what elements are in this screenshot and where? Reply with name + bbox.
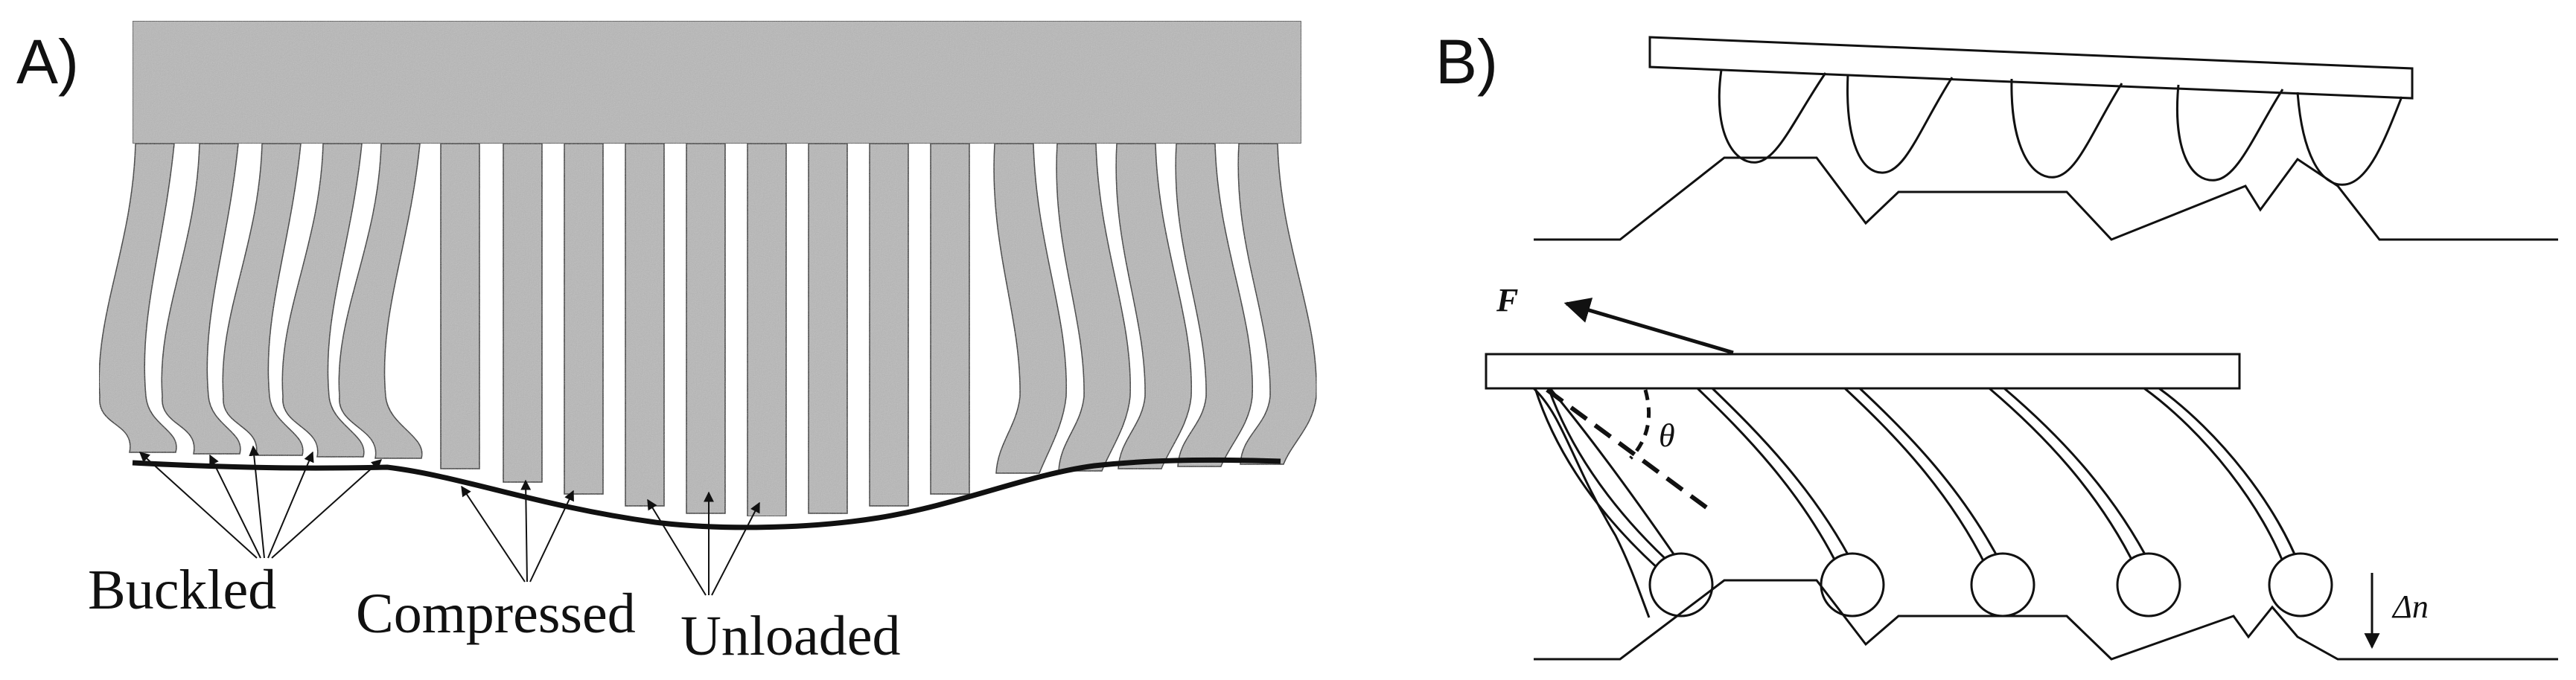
rough-surface-top <box>1534 156 2558 241</box>
spatula-loop <box>2010 78 2123 179</box>
fiber <box>564 143 604 495</box>
setae <box>1532 387 2304 618</box>
label-unloaded: Unloaded <box>680 605 900 667</box>
fiber <box>338 143 423 459</box>
angle-reference-dashed <box>1546 388 1714 514</box>
top-plate <box>1648 36 2414 100</box>
fiber <box>808 143 848 514</box>
fiber <box>625 143 665 507</box>
bottom-schematic: F <box>1485 282 2558 661</box>
substrate-surface <box>132 457 1281 530</box>
angle-arc-dashed <box>1629 389 1651 460</box>
fiber <box>930 143 970 495</box>
fiber <box>993 143 1067 474</box>
fiber <box>503 143 543 483</box>
spatula-loop <box>2296 92 2403 186</box>
angle-label: θ <box>1659 417 1675 454</box>
fiber <box>161 143 241 455</box>
backing-block <box>132 20 1302 144</box>
spatula-pads <box>1648 552 2333 618</box>
rough-surface-bottom <box>1534 579 2558 661</box>
panel-b-letter: B) <box>1435 27 1498 97</box>
fiber <box>440 143 480 469</box>
fiber <box>1115 143 1192 469</box>
top-schematic <box>1534 36 2558 241</box>
fiber <box>686 143 726 514</box>
label-buckled: Buckled <box>88 559 276 621</box>
buckled-leaders <box>138 445 383 559</box>
spatula-pad <box>1970 552 2035 618</box>
fiber <box>747 143 787 517</box>
fiber <box>1175 143 1253 467</box>
spatula-pad <box>1820 552 1885 618</box>
spatula-loop <box>1846 74 1954 174</box>
force-arrow <box>1563 298 1734 355</box>
label-compressed: Compressed <box>356 583 636 645</box>
spatula-pad <box>2116 552 2181 618</box>
fiber <box>869 143 909 507</box>
displacement-label: Δn <box>2391 588 2429 625</box>
spatula-pad <box>2268 552 2333 618</box>
unloaded-leaders <box>647 491 760 596</box>
bottom-plate <box>1485 353 2241 390</box>
panel-a-letter: A) <box>16 27 79 97</box>
force-label: F <box>1496 282 1518 318</box>
panel-b: B) F <box>1435 27 2558 661</box>
fiber <box>1056 143 1131 472</box>
fiber <box>1237 143 1317 465</box>
compressed-leaders <box>461 479 574 583</box>
spatula-pad <box>1648 552 1714 618</box>
spatula-loop <box>2175 84 2284 182</box>
panel-a: A) Buckled Compressed Unloaded <box>16 20 1317 667</box>
spatula-loop <box>1718 69 1827 164</box>
fiber-array <box>98 143 1317 517</box>
fiber <box>281 143 365 458</box>
fiber <box>98 143 177 453</box>
fiber <box>222 143 304 456</box>
